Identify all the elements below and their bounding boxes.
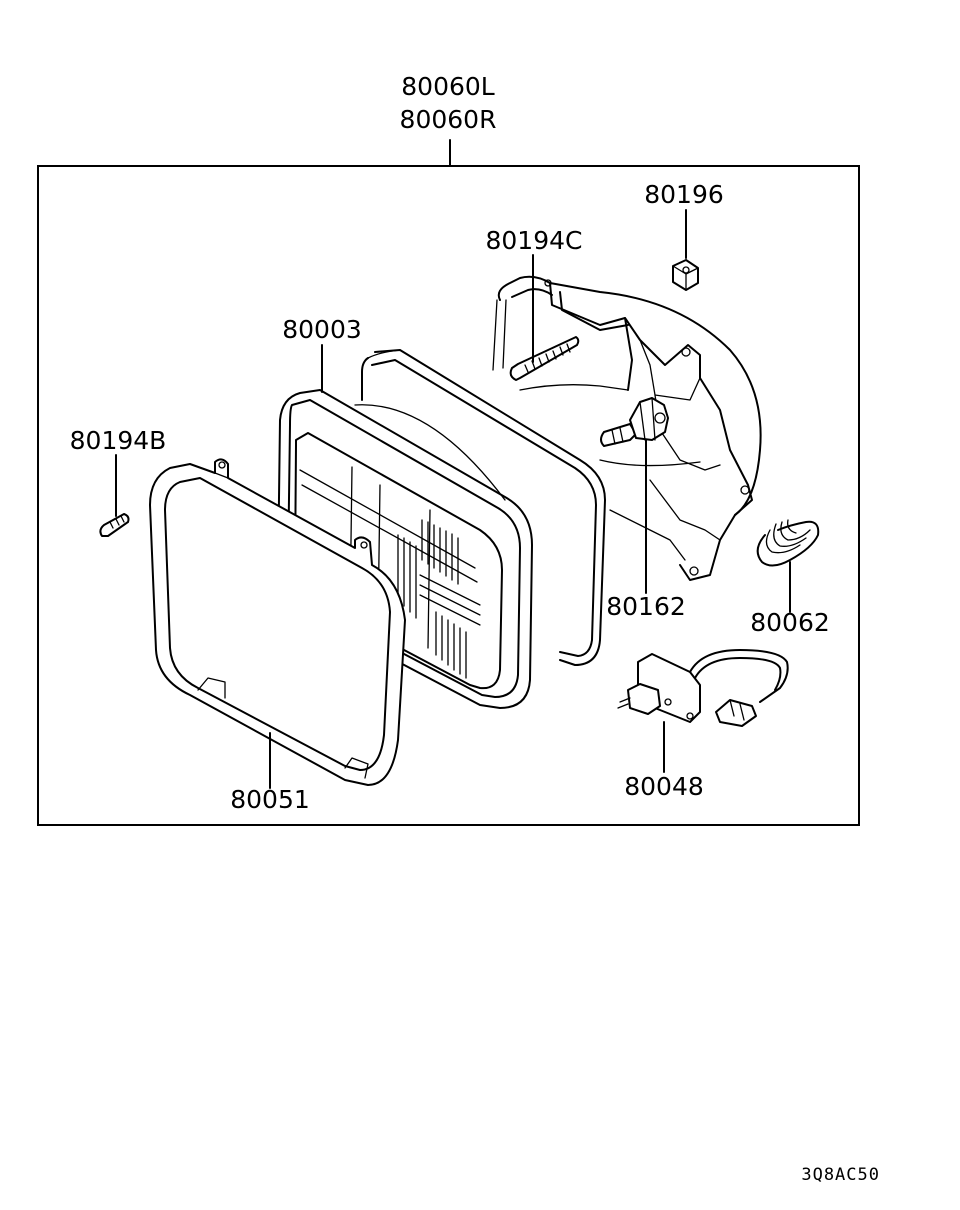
- part-label-80194c[interactable]: 80194C: [486, 226, 583, 255]
- assembly-part-right-label[interactable]: 80060R: [400, 105, 497, 134]
- retaining-ring: [149, 458, 406, 786]
- housing-rim: [361, 349, 606, 666]
- spring-80062: [756, 519, 820, 567]
- screw-80194b: [99, 513, 130, 537]
- actuator-80048: [617, 649, 789, 727]
- clip-80196: [672, 259, 699, 291]
- part-label-80196[interactable]: 80196: [644, 180, 724, 209]
- part-label-80162[interactable]: 80162: [606, 592, 686, 621]
- screw-80194c: [509, 336, 580, 381]
- leader-lines: [115, 209, 791, 789]
- part-label-80048[interactable]: 80048: [624, 772, 704, 801]
- diagram-code: 3Q8AC50: [801, 1165, 880, 1185]
- assembly-frame: [37, 165, 860, 826]
- part-label-80194b[interactable]: 80194B: [70, 426, 167, 455]
- part-label-80062[interactable]: 80062: [750, 608, 830, 637]
- part-label-80003[interactable]: 80003: [282, 315, 362, 344]
- bulb-80162: [600, 397, 669, 447]
- part-label-80051[interactable]: 80051: [230, 785, 310, 814]
- assembly-part-left-label[interactable]: 80060L: [401, 72, 495, 101]
